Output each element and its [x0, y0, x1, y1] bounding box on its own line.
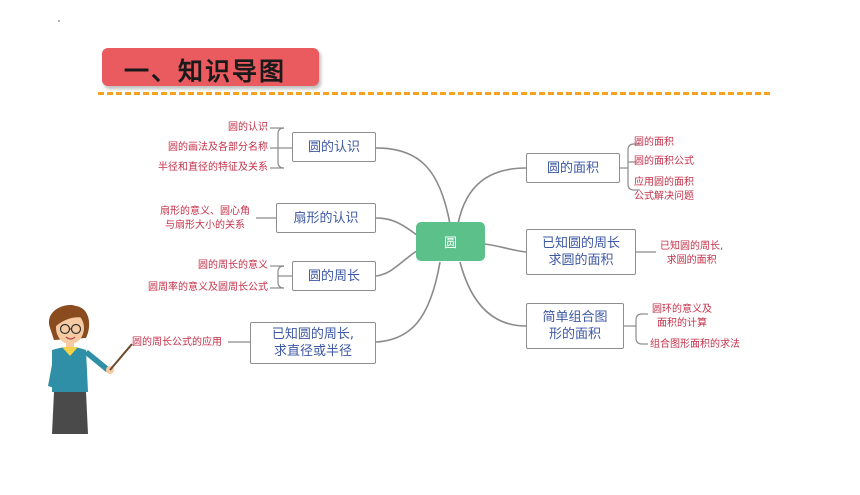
page-title: 一、知识导图	[124, 57, 287, 86]
leaf-label: 圆的面积	[634, 137, 674, 148]
branch-node-sector: 扇形的认识	[276, 203, 376, 233]
teacher-illustration	[48, 304, 133, 434]
branch-node-area: 圆的面积	[526, 153, 620, 183]
leaf-label: 扇形的意义、圆心角 与扇形大小的关系	[160, 206, 250, 231]
leaf-label: 圆的周长的意义	[198, 260, 268, 271]
leaf-label: 圆的画法及各部分名称	[168, 142, 268, 153]
leaf-label: 应用圆的面积 公式解决问题	[634, 177, 694, 202]
branch-node-circumference: 圆的周长	[292, 261, 376, 291]
leaf-label: 圆的面积公式	[634, 156, 694, 167]
leaf-label: 已知圆的周长, 求圆的面积	[660, 241, 724, 266]
branch-node-find-radius: 已知圆的周长, 求直径或半径	[250, 322, 376, 364]
title-banner	[102, 48, 319, 86]
title-divider	[98, 92, 770, 95]
branch-node-area-from-circumference: 已知圆的周长 求圆的面积	[526, 229, 636, 275]
leaf-label: 圆的周长公式的应用	[132, 337, 222, 348]
leaf-label: 半径和直径的特征及关系	[158, 162, 268, 173]
branch-node-circle-basics: 圆的认识	[292, 132, 376, 162]
leaf-label: 圆周率的意义及圆周长公式	[148, 282, 268, 293]
center-node: 圆	[416, 222, 485, 261]
leaf-label: 圆的认识	[228, 122, 268, 133]
leaf-label: 组合图形面积的求法	[650, 339, 740, 350]
leaf-label: 圆环的意义及 面积的计算	[652, 304, 712, 329]
branch-node-composite-area: 简单组合图 形的面积	[526, 303, 624, 349]
decorative-dot	[58, 20, 60, 22]
